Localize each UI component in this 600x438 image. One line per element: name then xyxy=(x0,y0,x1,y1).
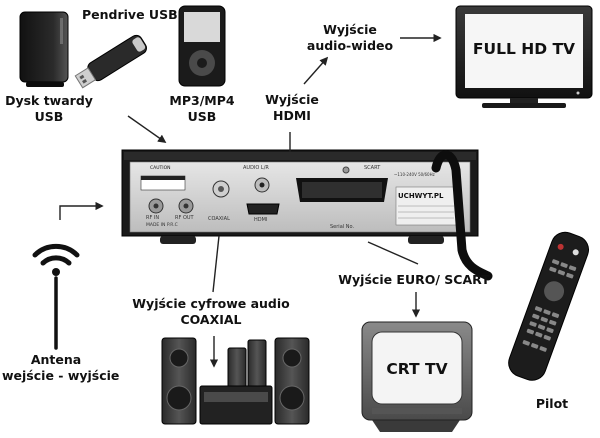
receiver-rear-panel xyxy=(121,149,493,281)
rf-out-label: RF OUT xyxy=(175,215,194,221)
antenna-label-line1: Antena xyxy=(30,352,82,367)
full-hd-tv-icon xyxy=(455,5,593,108)
scart-line xyxy=(367,241,419,265)
av-output-label: Wyjście audio-wideo xyxy=(300,22,400,54)
scart-output-label: Wyjście EURO/ SCART xyxy=(338,272,490,287)
serial-label: Serial No. xyxy=(330,224,355,230)
hdmi-output-label: Wyjście HDMI xyxy=(262,92,322,124)
hard-drive-label-line2: USB xyxy=(34,109,64,124)
av-output-label-line1: Wyjście xyxy=(323,22,377,37)
crt-tv-label: CRT TV xyxy=(386,360,448,378)
usb-flash-drive-icon xyxy=(74,34,147,89)
hard-drive-icon xyxy=(19,11,69,87)
pendrive-label: Pendrive USB xyxy=(82,7,178,22)
hdmi-output-label-line2: HDMI xyxy=(273,108,311,123)
av-output-label-line2: audio-wideo xyxy=(306,38,394,53)
full-hd-tv-label: FULL HD TV xyxy=(472,40,576,58)
mp3-player-icon xyxy=(178,5,226,87)
speaker-set-icon xyxy=(161,337,310,425)
usb-arrow xyxy=(127,115,167,143)
coaxial-output-label: Wyjście cyfrowe audio COAXIAL xyxy=(118,296,304,328)
hdmi-output-label-line1: Wyjście xyxy=(265,92,319,107)
antenna-arrow xyxy=(59,201,104,220)
hard-drive-label: Dysk twardy USB xyxy=(4,93,94,125)
coaxial-output-label-line2: COAXIAL xyxy=(180,312,242,327)
mp3-label: MP3/MP4 USB xyxy=(162,93,242,125)
av-arrow-up xyxy=(303,56,329,85)
antenna-label: Antena wejście - wyjście xyxy=(2,352,120,384)
hard-drive-label-line1: Dysk twardy xyxy=(5,93,93,108)
mp3-label-line2: USB xyxy=(187,109,217,124)
hdmi-port-label: HDMI xyxy=(254,217,268,223)
audio-port-label: AUDIO L/R xyxy=(243,165,269,171)
coaxial-output-label-line1: Wyjście cyfrowe audio xyxy=(132,296,290,311)
mp3-label-line1: MP3/MP4 xyxy=(169,93,235,108)
made-in-label: MADE IN P.R.C xyxy=(146,223,178,228)
rf-in-label: RF IN xyxy=(146,215,160,221)
crt-tv-icon xyxy=(361,321,473,432)
antenna-icon xyxy=(32,243,80,350)
coaxial-port-label: COAXIAL xyxy=(208,216,230,222)
remote-control-icon xyxy=(508,231,590,381)
scart-port-label: SCART xyxy=(364,165,381,171)
coaxial-line xyxy=(212,235,220,293)
power-label: ~110-240V 50/60Hz xyxy=(394,172,435,177)
caution-label: CAUTION xyxy=(150,166,171,171)
antenna-label-line2: wejście - wyjście xyxy=(2,368,120,383)
remote-label: Pilot xyxy=(535,396,569,411)
brand-label: UCHWYT.PL xyxy=(398,192,444,200)
